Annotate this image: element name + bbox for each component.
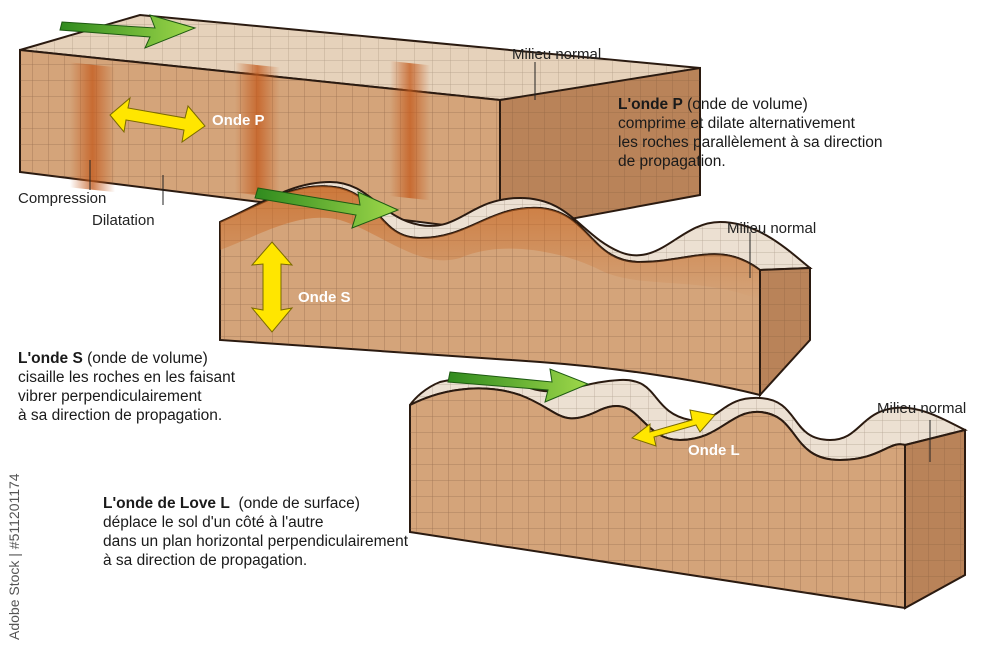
s-wave-description: L'onde S (onde de volume) cisaille les r…: [18, 349, 235, 425]
l-wave-block: Onde L: [409, 368, 968, 610]
s-wave-title: L'onde S: [18, 350, 83, 367]
p-wave-desc-line: les roches parallèlement à sa direction: [618, 134, 883, 151]
s-wave-block: Onde S: [219, 180, 813, 398]
s-wave-desc-line: à sa direction de propagation.: [18, 407, 223, 424]
s-wave-desc-line: cisaille les roches en les faisant: [18, 369, 236, 386]
p-wave-desc-line: comprime et dilate alternativement: [618, 115, 855, 132]
l-wave-subtitle: (onde de surface): [238, 495, 360, 512]
compression-band: [70, 62, 115, 193]
l-wave-description: L'onde de Love L (onde de surface) dépla…: [103, 494, 408, 570]
l-wave-title: L'onde de Love L: [103, 495, 230, 512]
l-wave-desc-line: à sa direction de propagation.: [103, 552, 308, 569]
s-wave-label: Onde S: [298, 289, 351, 306]
watermark: Adobe Stock | #511201174: [6, 473, 22, 640]
l-normal-medium-label: Milieu normal: [877, 400, 967, 417]
s-wave-subtitle: (onde de volume): [87, 350, 208, 367]
p-wave-label: Onde P: [212, 112, 265, 129]
p-wave-subtitle: (onde de volume): [687, 96, 808, 113]
l-wave-desc-line: déplace le sol d'un côté à l'autre: [103, 514, 324, 531]
l-wave-desc-line: dans un plan horizontal perpendiculairem…: [103, 533, 409, 550]
s-normal-medium-label: Milieu normal: [727, 220, 817, 237]
l-wave-label: Onde L: [688, 442, 740, 459]
p-wave-motion-arrow: [109, 96, 206, 144]
compression-label: Compression: [18, 190, 107, 207]
p-wave-title: L'onde P: [618, 96, 683, 113]
s-wave-motion-arrow: [250, 241, 294, 333]
dilatation-label: Dilatation: [92, 212, 155, 229]
compression-band: [235, 62, 280, 198]
p-wave-block: Onde P: [19, 13, 701, 234]
s-wave-desc-line: vibrer perpendiculairement: [18, 388, 202, 405]
p-wave-desc-line: de propagation.: [618, 153, 726, 170]
l-wave-propagation-arrow: [447, 368, 590, 403]
p-wave-propagation-arrow: [59, 14, 197, 49]
p-normal-medium-label: Milieu normal: [512, 46, 602, 63]
p-wave-description: L'onde P (onde de volume) comprime et di…: [618, 95, 883, 171]
s-wave-propagation-arrow: [254, 187, 400, 229]
compression-band: [390, 60, 430, 201]
l-wave-motion-arrow: [630, 409, 716, 447]
